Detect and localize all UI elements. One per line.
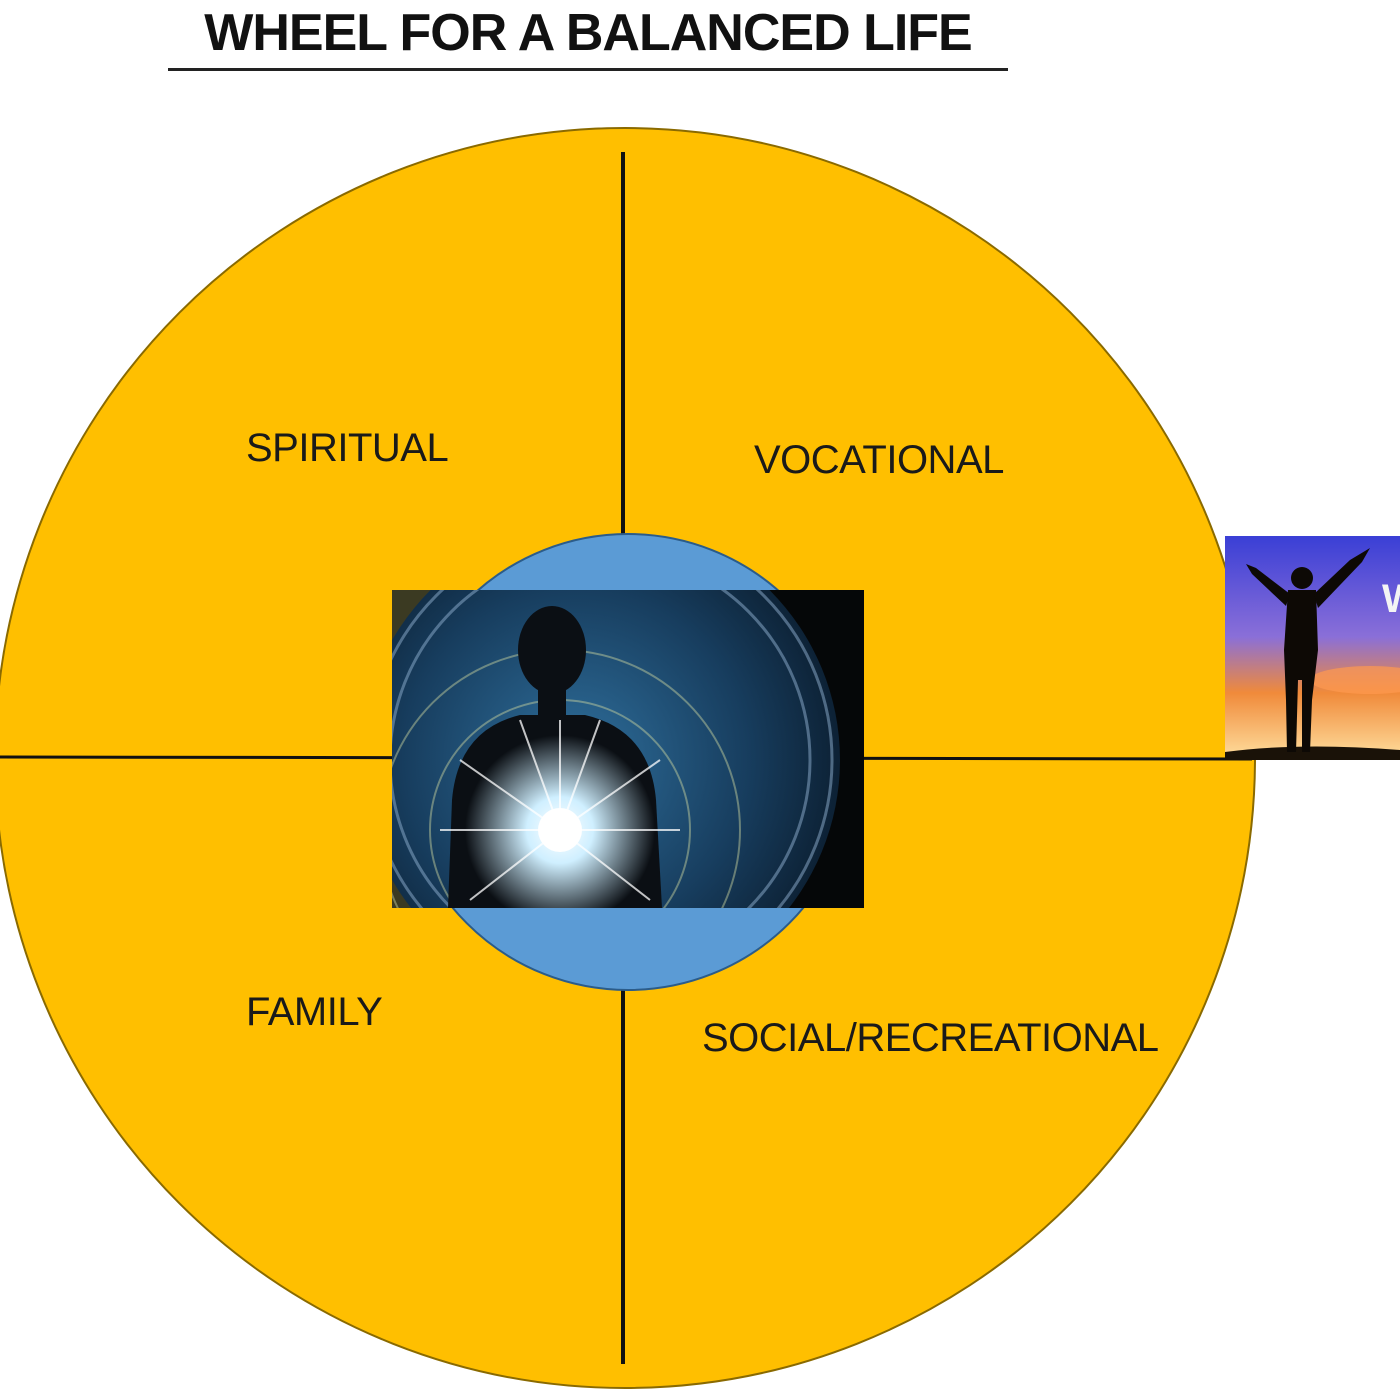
- sector-label-spiritual: SPIRITUAL: [246, 426, 449, 470]
- svg-text:W: W: [1382, 577, 1400, 621]
- diagram-title: WHEEL FOR A BALANCED LIFE: [168, 2, 1008, 71]
- sector-label-social-recreational: SOCIAL/RECREATIONAL: [702, 1016, 1159, 1060]
- glowing-figure-image: [392, 590, 864, 908]
- sector-label-vocational: VOCATIONAL: [754, 438, 1004, 482]
- raised-arms-silhouette-image: W: [1225, 536, 1400, 760]
- sector-label-family: FAMILY: [246, 990, 383, 1034]
